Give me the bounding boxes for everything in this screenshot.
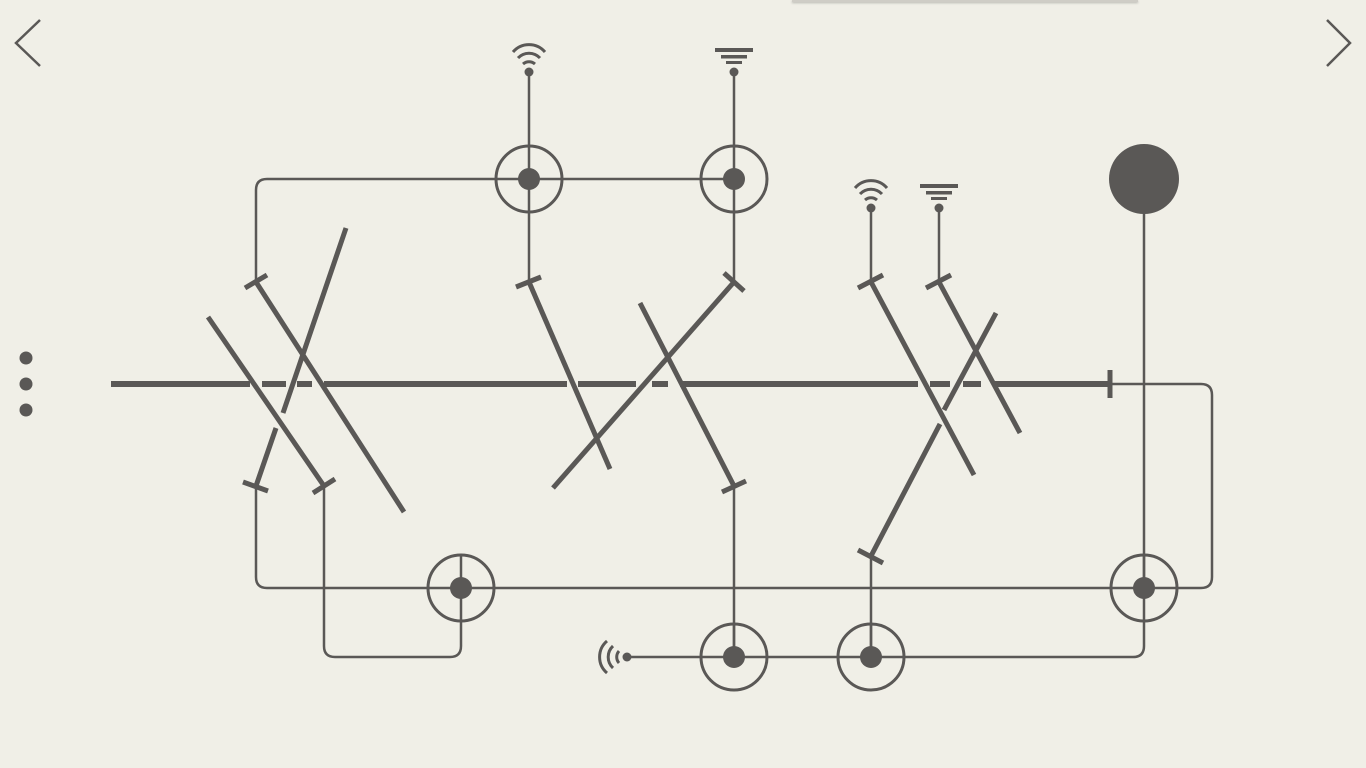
antenna-bars-icon <box>715 48 753 77</box>
junction-bottom-right[interactable] <box>1109 553 1179 623</box>
antenna-bars-icon <box>920 184 958 213</box>
lever-11[interactable] <box>856 422 943 566</box>
lever-8[interactable] <box>856 272 977 477</box>
lever-10[interactable] <box>941 311 999 412</box>
junction-top-right[interactable] <box>699 144 769 214</box>
junction-top-left[interactable] <box>494 144 564 214</box>
wifi-signal-icon <box>853 179 889 213</box>
goal-node[interactable] <box>1109 144 1179 214</box>
vertical-dots-menu-icon <box>19 351 33 417</box>
prev-level-button[interactable] <box>4 12 54 74</box>
chevron-left-icon <box>14 19 41 67</box>
menu-button[interactable] <box>10 344 42 424</box>
wire-network <box>254 72 1214 659</box>
junction-bottom-mid-1[interactable] <box>699 622 769 692</box>
wifi-signal-icon <box>511 43 547 77</box>
lever-2[interactable] <box>280 227 349 414</box>
junction-bottom-mid-2[interactable] <box>836 622 906 692</box>
lever-1[interactable] <box>243 272 407 514</box>
lever-4[interactable] <box>242 427 279 494</box>
top-tab-handle[interactable] <box>792 0 1138 2</box>
chevron-right-icon <box>1326 19 1352 67</box>
lever-3[interactable] <box>205 315 337 496</box>
lever-7[interactable] <box>637 301 748 495</box>
lever-6[interactable] <box>551 271 746 490</box>
junction-bottom-left[interactable] <box>426 553 496 623</box>
next-level-button[interactable] <box>1312 12 1362 74</box>
broadcast-left-icon <box>598 639 632 675</box>
lever-9[interactable] <box>924 272 1023 435</box>
